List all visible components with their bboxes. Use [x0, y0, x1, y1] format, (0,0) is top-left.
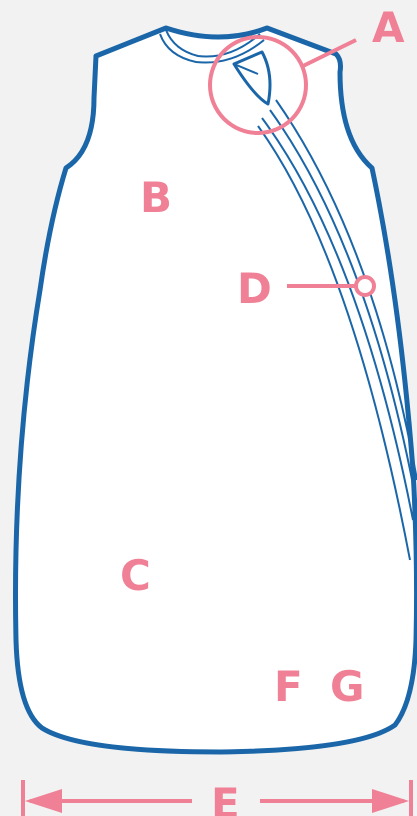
neck-binding: [159, 33, 265, 64]
callout-a-leader: [302, 38, 357, 68]
label-f: F: [274, 662, 303, 711]
arrowhead-left: [25, 789, 62, 813]
zipper-line-2: [269, 109, 417, 501]
neck-binding-inner: [165, 29, 261, 58]
arrowhead-right: [372, 789, 409, 813]
label-d: D: [237, 264, 272, 313]
label-b: B: [140, 173, 172, 222]
label-a: A: [372, 3, 405, 52]
callout-a-circle: [208, 35, 308, 135]
zipper-line-4: [257, 125, 411, 561]
zipper-pull-tab: [233, 63, 259, 75]
label-e: E: [211, 779, 240, 816]
callout-d-marker: [354, 275, 376, 297]
label-g: G: [330, 662, 364, 711]
zipper-line-3: [275, 99, 417, 481]
label-c: C: [120, 551, 151, 600]
zipper-pull: [232, 50, 272, 106]
garment-outline: [13, 25, 417, 755]
